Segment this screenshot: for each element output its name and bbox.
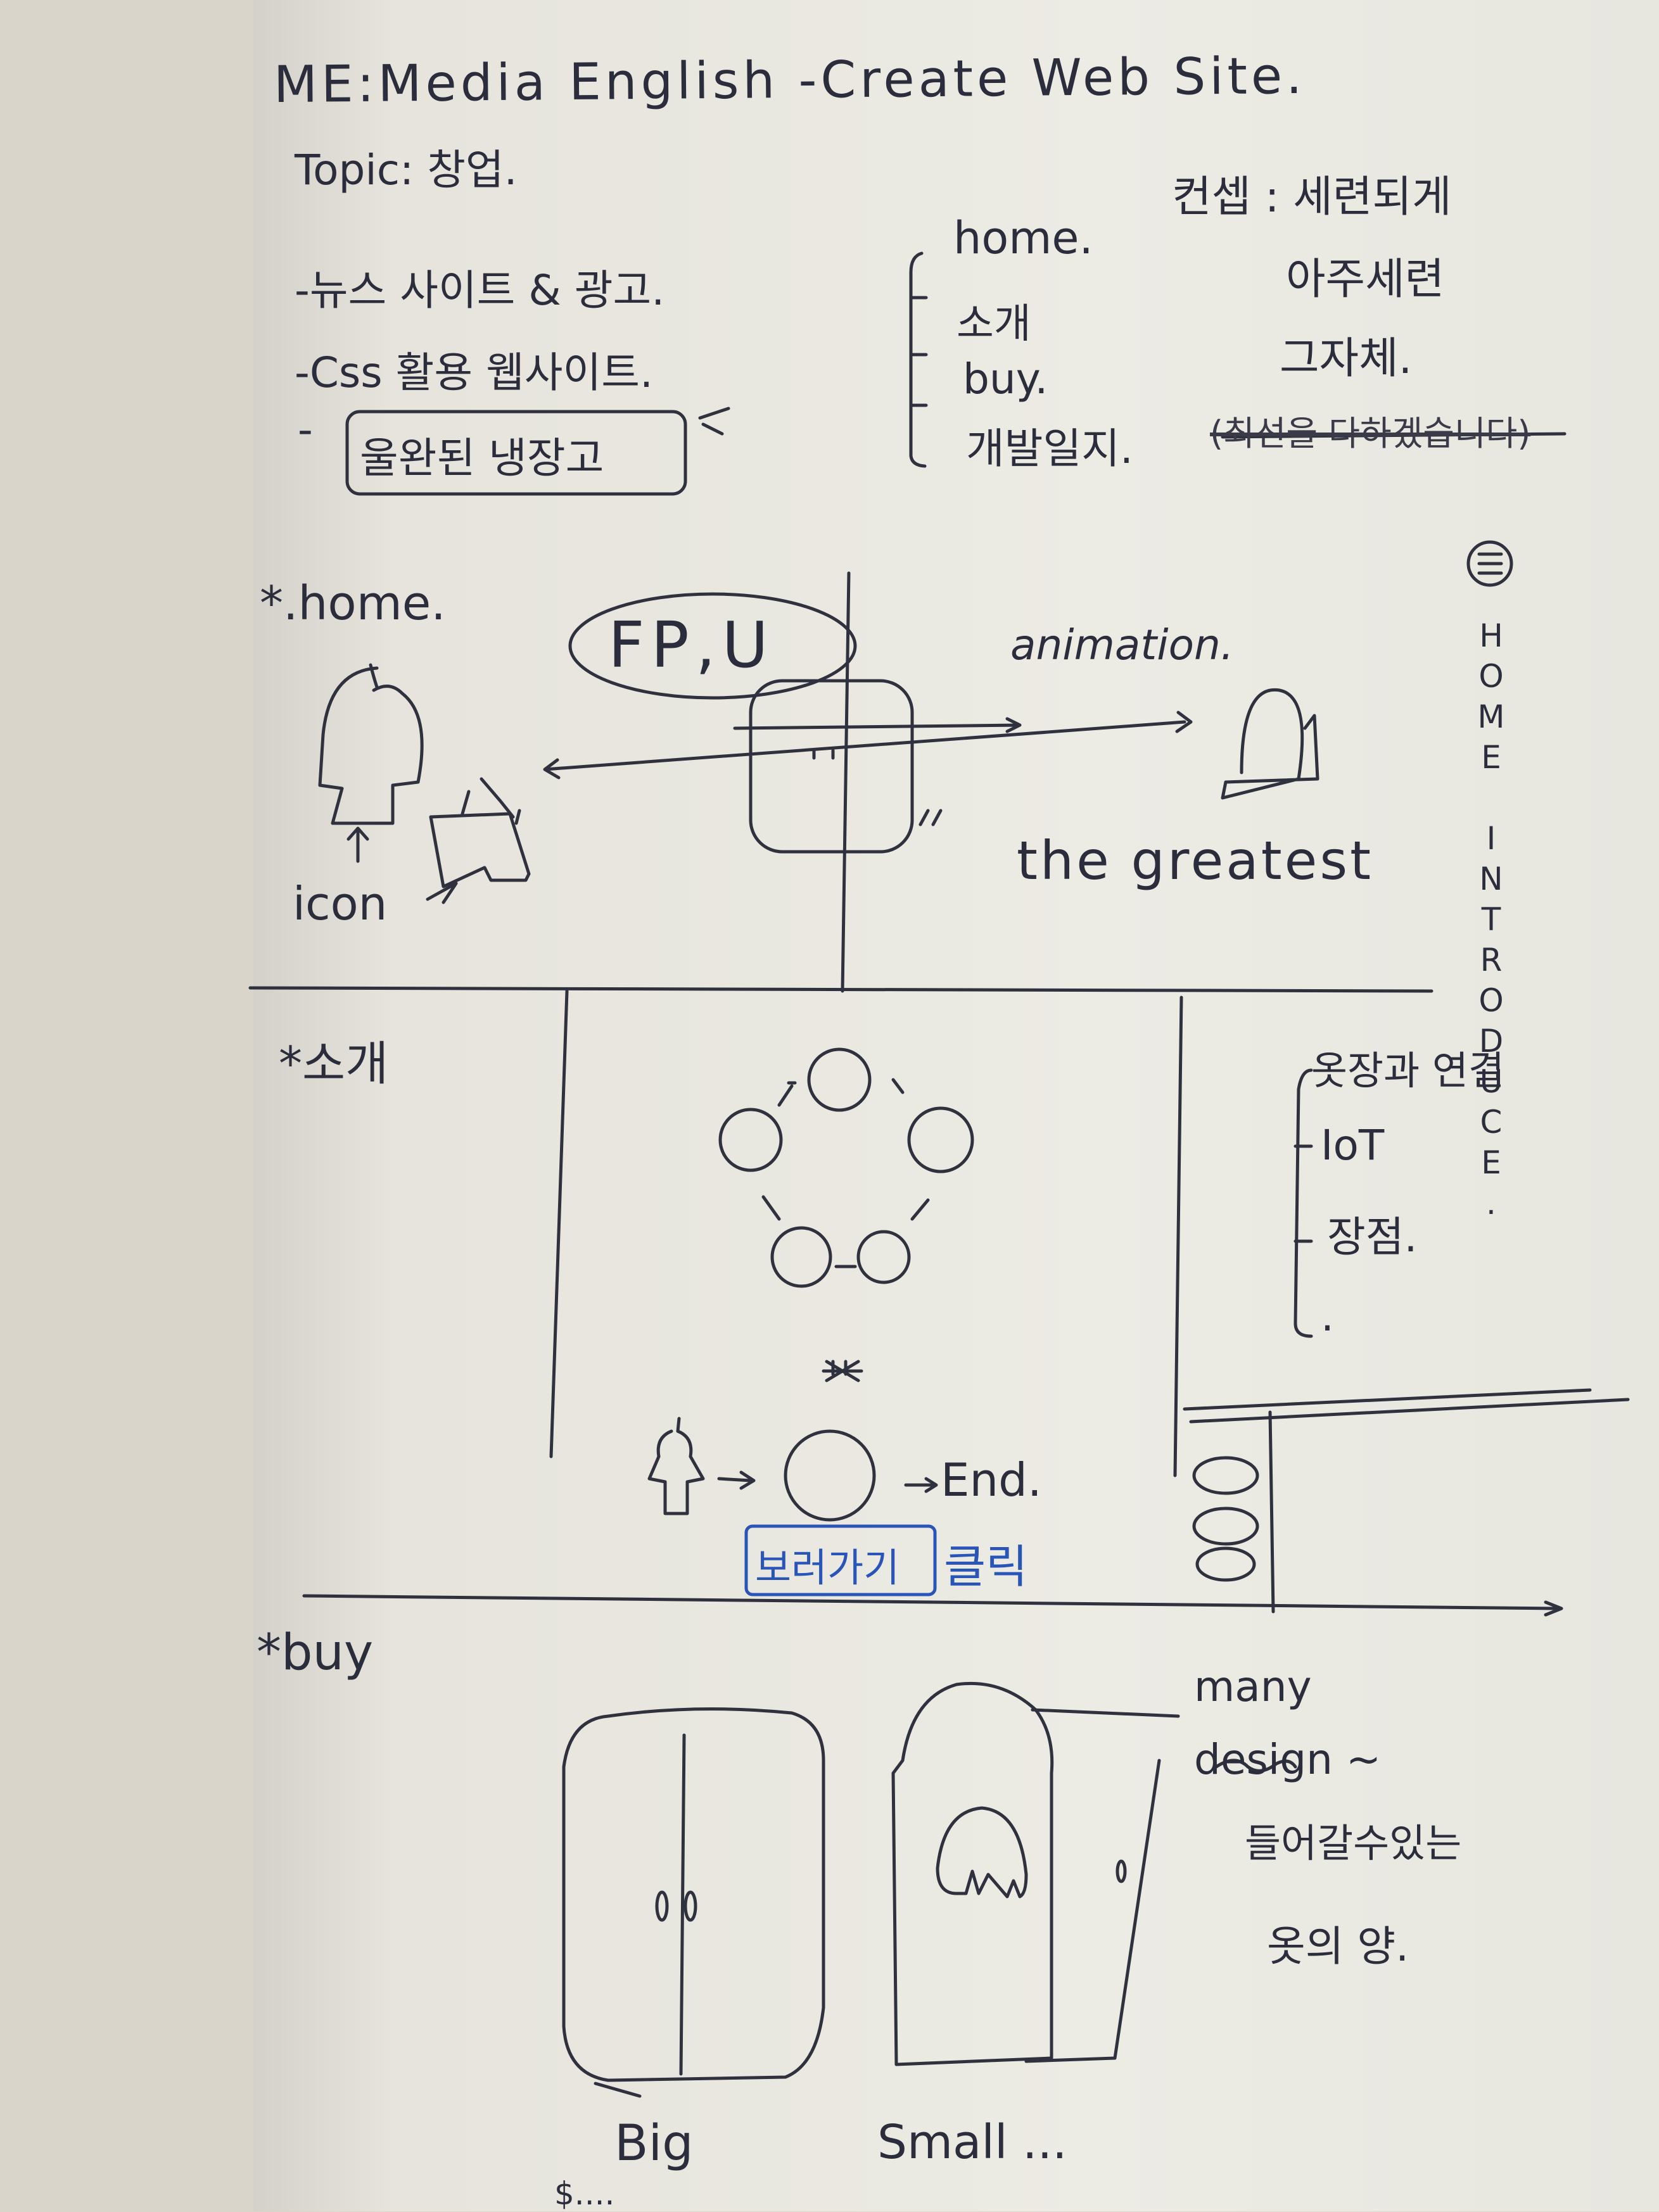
intro-heading: *소개 [279,1037,389,1091]
enter-note-1: 들어갈수있는 [1245,1820,1462,1866]
idea-fridge: 울완된 냉장고 [360,434,604,483]
person-icon-sketch [318,663,424,825]
concept-line-1: 컨셉 : 세련되게 [1172,172,1452,222]
idea-css-site: -Css 활용 웹사이트. [295,348,653,397]
home-introduce-vertical: HOME INTRODUCE. [1473,617,1510,1225]
price-label: $.... [554,2175,615,2212]
idea-box [345,410,687,496]
home-oval-label: FP,U [608,608,775,682]
see-button-box [744,1524,937,1596]
intro-list-closet: 옷장과 연결 [1311,1047,1504,1094]
enter-note-2: 옷의 양. [1267,1922,1409,1971]
concept-line-3: 그자체. [1280,334,1413,384]
click-label: 클릭 [944,1540,1028,1593]
menu-item-buy: buy. [963,355,1048,403]
intro-list-advantage: 장점. [1327,1213,1418,1261]
concept-line-2: 아주세련 [1286,255,1445,305]
topic-line: Topic: 창업. [295,146,518,194]
animation-label: animation. [1010,621,1234,669]
intro-list-iot: IoT [1321,1121,1385,1170]
menu-bracket [909,251,927,468]
big-label: Big [614,2115,694,2172]
idea-news-site: -뉴스 사이트 & 광고. [295,266,665,315]
see-button: 보러가기 [755,1545,900,1591]
big-wardrobe [562,1707,825,2082]
intro-list-dot: . [1321,1292,1334,1341]
home-wardrobe [749,679,914,854]
idea-dash: - [298,405,313,454]
end-label: End. [941,1453,1042,1507]
buy-heading: *buy [257,1624,374,1681]
menu-item-intro: 소개 [957,301,1031,348]
home-oval [568,592,857,700]
many-label: many [1194,1662,1312,1711]
menu-item-home: home. [953,212,1093,264]
menu-item-devlog: 개발일지. [966,424,1133,473]
home-tagline: the greatest [1017,830,1374,892]
small-label: Small ... [877,2115,1067,2170]
design-label: design ~ [1194,1735,1382,1784]
page-title: ME:Media English -Create Web Site. [273,46,1306,115]
concept-struck-text: (최선을 다하겠습니다) [1210,414,1531,453]
home-heading: *.home. [260,576,446,631]
icon-label: icon [293,877,388,930]
notebook-page [253,0,1659,2211]
small-wardrobe [891,1681,1054,2066]
